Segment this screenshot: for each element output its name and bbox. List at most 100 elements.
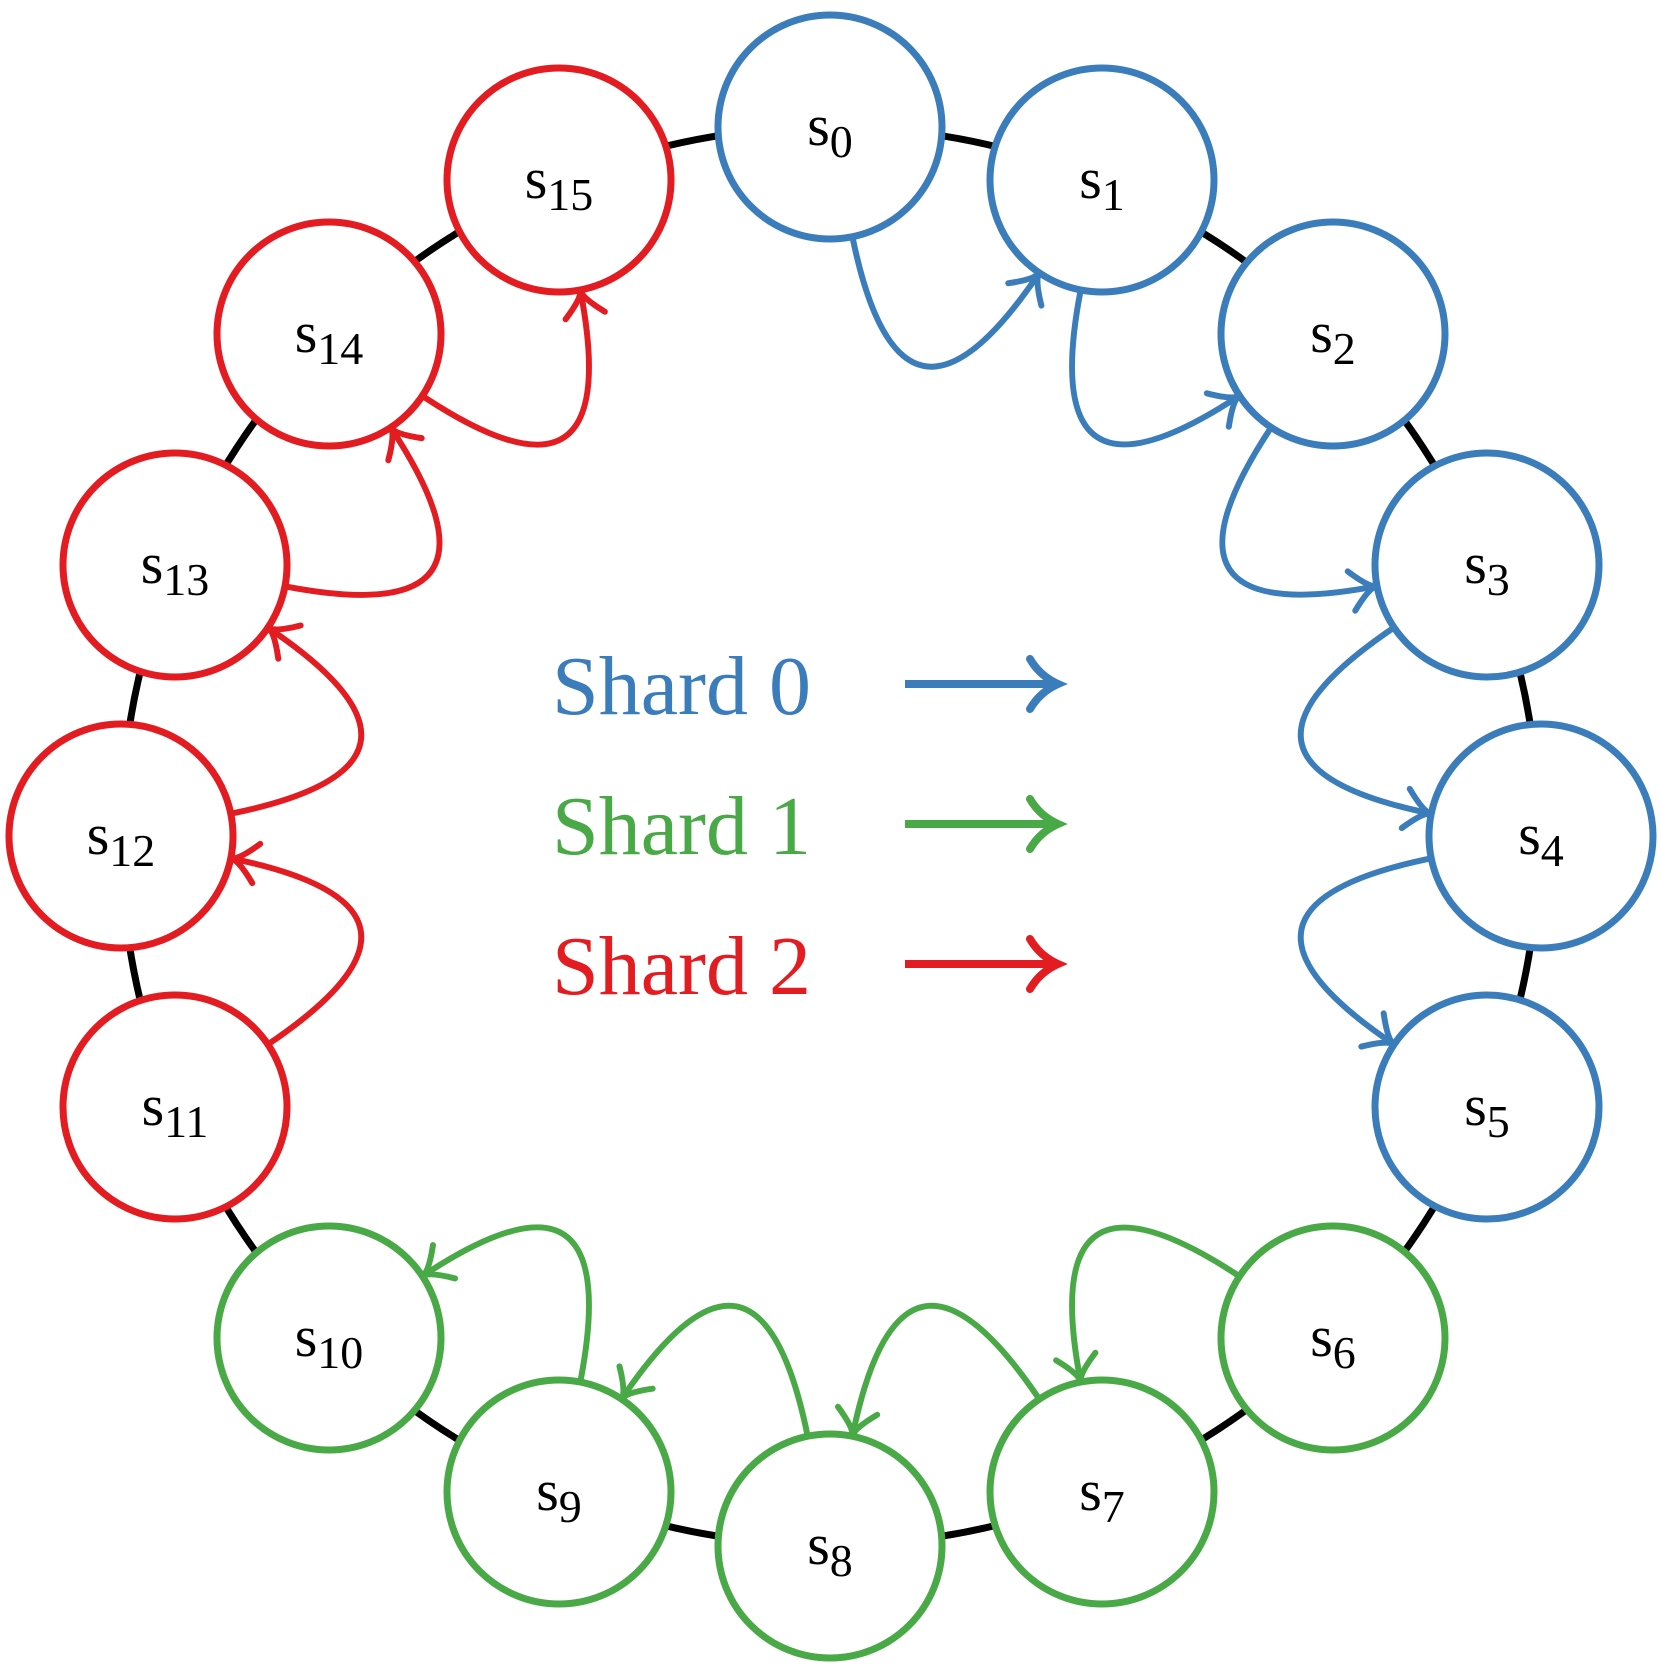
node-s14-label: s14 xyxy=(295,300,364,374)
node-s5-label-base: s xyxy=(1464,1073,1487,1138)
node-s13-label: s13 xyxy=(141,531,210,605)
node-s12-label-subscript: 12 xyxy=(109,825,155,876)
node-s7-label-subscript: 7 xyxy=(1102,1481,1125,1532)
node-s11-label: s11 xyxy=(142,1073,209,1147)
node-s12: s12 xyxy=(5,720,237,952)
node-s9: s9 xyxy=(443,1376,675,1608)
node-s2-label-subscript: 2 xyxy=(1333,323,1356,374)
node-s4: s4 xyxy=(1425,720,1657,952)
node-s12-circle xyxy=(5,720,237,952)
edge-s7-s8 xyxy=(849,1302,1043,1440)
node-s9-label: s9 xyxy=(536,1458,582,1532)
node-s14-label-base: s xyxy=(295,300,318,365)
node-s4-label: s4 xyxy=(1518,802,1564,876)
node-s4-label-base: s xyxy=(1518,802,1541,867)
node-s0-label: s0 xyxy=(807,93,853,167)
node-s5-label: s5 xyxy=(1464,1073,1510,1147)
edge-s1-s2 xyxy=(1069,286,1243,448)
legend-item-shard-1: Shard 1 xyxy=(552,780,1068,873)
node-s12-label: s12 xyxy=(87,802,156,876)
node-s3: s3 xyxy=(1371,449,1603,681)
legend-label-shard-1: Shard 1 xyxy=(552,780,811,873)
node-s11-circle xyxy=(59,991,291,1223)
node-s7-label: s7 xyxy=(1079,1458,1125,1532)
node-s4-circle xyxy=(1425,720,1657,952)
node-s4-label-subscript: 4 xyxy=(1541,825,1564,876)
node-s6: s6 xyxy=(1217,1222,1449,1454)
node-s6-circle xyxy=(1217,1222,1449,1454)
node-s1-label-subscript: 1 xyxy=(1102,169,1125,220)
node-s7-circle xyxy=(986,1376,1218,1608)
edge-s9-s10 xyxy=(419,1224,592,1386)
node-s8-label: s8 xyxy=(807,1512,853,1586)
node-s3-label: s3 xyxy=(1464,531,1510,605)
node-s8-label-base: s xyxy=(807,1512,830,1577)
node-s10: s10 xyxy=(213,1222,445,1454)
edge-s0-s1 xyxy=(849,233,1043,370)
edge-s11-s12 xyxy=(227,855,365,1048)
node-s2: s2 xyxy=(1217,218,1449,450)
node-s15-label: s15 xyxy=(525,146,594,220)
node-s13-label-subscript: 13 xyxy=(163,554,209,605)
legend-arrowhead-shard-1 xyxy=(1026,795,1068,853)
node-s9-label-subscript: 9 xyxy=(559,1481,582,1532)
legend: Shard 0 Shard 1 Shard 2 xyxy=(552,640,1068,1013)
legend-label-shard-2: Shard 2 xyxy=(552,920,811,1013)
node-s13-circle xyxy=(59,449,291,681)
legend-item-shard-0: Shard 0 xyxy=(552,640,1068,733)
node-s11-label-subscript: 11 xyxy=(164,1096,208,1147)
node-s10-circle xyxy=(213,1222,445,1454)
node-s0-label-subscript: 0 xyxy=(830,116,853,167)
node-s15-label-base: s xyxy=(525,146,548,211)
node-s8-circle xyxy=(714,1430,946,1662)
edge-s2-s3 xyxy=(1219,424,1381,598)
node-s2-circle xyxy=(1217,218,1449,450)
node-s7: s7 xyxy=(986,1376,1218,1608)
node-s5-circle xyxy=(1371,991,1603,1223)
legend-label-shard-0: Shard 0 xyxy=(552,640,811,733)
node-s1-label-base: s xyxy=(1079,146,1102,211)
node-s1-circle xyxy=(986,64,1218,296)
node-s7-label-base: s xyxy=(1079,1458,1102,1523)
node-s0: s0 xyxy=(714,11,946,243)
node-s3-label-subscript: 3 xyxy=(1487,554,1510,605)
edge-s13-s14 xyxy=(281,424,443,598)
node-s5-label-subscript: 5 xyxy=(1487,1096,1510,1147)
node-s1: s1 xyxy=(986,64,1218,296)
edge-s4-s5 xyxy=(1297,855,1435,1048)
node-s13: s13 xyxy=(59,449,291,681)
node-s14-label-subscript: 14 xyxy=(317,323,363,374)
node-s6-label-subscript: 6 xyxy=(1333,1327,1356,1378)
node-s14-circle xyxy=(213,218,445,450)
node-s0-label-base: s xyxy=(807,93,830,158)
node-s1-label: s1 xyxy=(1079,146,1125,220)
node-s10-label-subscript: 10 xyxy=(317,1327,363,1378)
edge-s14-s15 xyxy=(419,286,592,448)
node-s15-circle xyxy=(443,64,675,296)
node-s8: s8 xyxy=(714,1430,946,1662)
legend-arrowhead-shard-2 xyxy=(1026,935,1068,993)
node-s6-label: s6 xyxy=(1310,1304,1356,1378)
node-s8-label-subscript: 8 xyxy=(830,1535,853,1586)
node-s3-circle xyxy=(1371,449,1603,681)
node-s0-circle xyxy=(714,11,946,243)
node-s10-label: s10 xyxy=(295,1304,364,1378)
edge-s3-s4 xyxy=(1297,624,1435,817)
legend-item-shard-2: Shard 2 xyxy=(552,920,1068,1013)
node-s2-label: s2 xyxy=(1310,300,1356,374)
node-s13-label-base: s xyxy=(141,531,164,596)
node-s6-label-base: s xyxy=(1310,1304,1333,1369)
node-s2-label-base: s xyxy=(1310,300,1333,365)
node-s10-label-base: s xyxy=(295,1304,318,1369)
node-s5: s5 xyxy=(1371,991,1603,1223)
node-s9-circle xyxy=(443,1376,675,1608)
node-s15-label-subscript: 15 xyxy=(547,169,593,220)
node-s3-label-base: s xyxy=(1464,531,1487,596)
edge-s6-s7 xyxy=(1069,1224,1243,1386)
edge-layer xyxy=(227,233,1435,1440)
legend-arrowhead-shard-0 xyxy=(1026,655,1068,713)
node-s11-label-base: s xyxy=(142,1073,165,1138)
